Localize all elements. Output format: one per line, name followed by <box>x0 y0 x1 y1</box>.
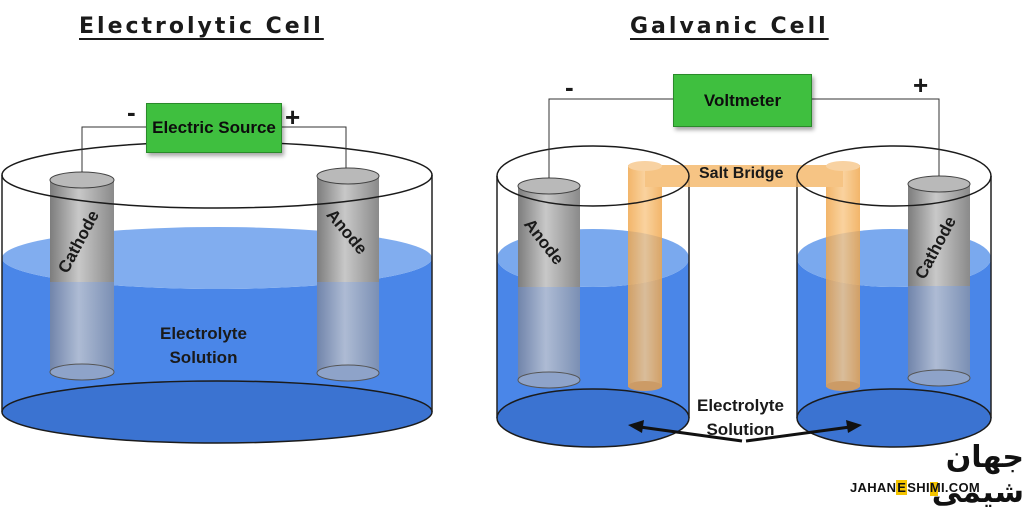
logo-brand-text: جهان شیمی <box>931 441 1024 509</box>
galvanic-plus-sign: + <box>913 70 929 100</box>
voltmeter-box: Voltmeter <box>673 74 812 127</box>
electrolytic-cell-title: Electrolytic Cell <box>79 14 324 39</box>
electrolytic-plus-sign: + <box>285 102 301 132</box>
logo-url-highlight: E <box>896 480 908 495</box>
electrolytic-wire-negative <box>81 126 146 172</box>
electric-source-box: Electric Source <box>146 103 282 153</box>
logo-url-prefix: JAHAN <box>850 480 897 495</box>
galvanic-solution-line2: Solution <box>706 420 775 439</box>
electrolytic-solution-line2: Solution <box>169 348 238 367</box>
galvanic-wire-negative <box>548 98 673 178</box>
electrolyte-arrows <box>628 420 862 443</box>
electrolytic-cathode-rod <box>49 171 115 381</box>
galvanic-cathode-rod <box>907 175 971 387</box>
galvanic-wire-positive <box>810 98 940 176</box>
logo-url: JAHANESHIMI.COM <box>850 480 980 495</box>
electrolytic-wire-positive <box>280 126 347 168</box>
galvanic-cell-title: Galvanic Cell <box>630 14 829 39</box>
electrolytic-beaker-bottom <box>1 380 433 444</box>
voltmeter-label: Voltmeter <box>703 90 782 110</box>
electric-source-label: Electric Source <box>152 118 276 137</box>
electrolytic-minus-sign: - <box>127 97 136 127</box>
electrolytic-solution-label: Electrolyte Solution <box>160 322 247 370</box>
logo-mark <box>930 482 938 496</box>
galvanic-minus-sign: - <box>565 72 574 102</box>
electrolytic-solution-line1: Electrolyte <box>160 324 247 343</box>
galvanic-right-beaker-rim <box>796 145 992 207</box>
logo-url-suffix: SHIMI.COM <box>907 480 981 495</box>
galvanic-solution-line1: Electrolyte <box>697 396 784 415</box>
galvanic-left-beaker-rim <box>496 145 690 207</box>
salt-bridge-label: Salt Bridge <box>699 165 784 182</box>
galvanic-solution-label: Electrolyte Solution <box>697 394 784 442</box>
electrolytic-anode-rod <box>316 167 380 382</box>
galvanic-anode-rod <box>517 177 581 389</box>
